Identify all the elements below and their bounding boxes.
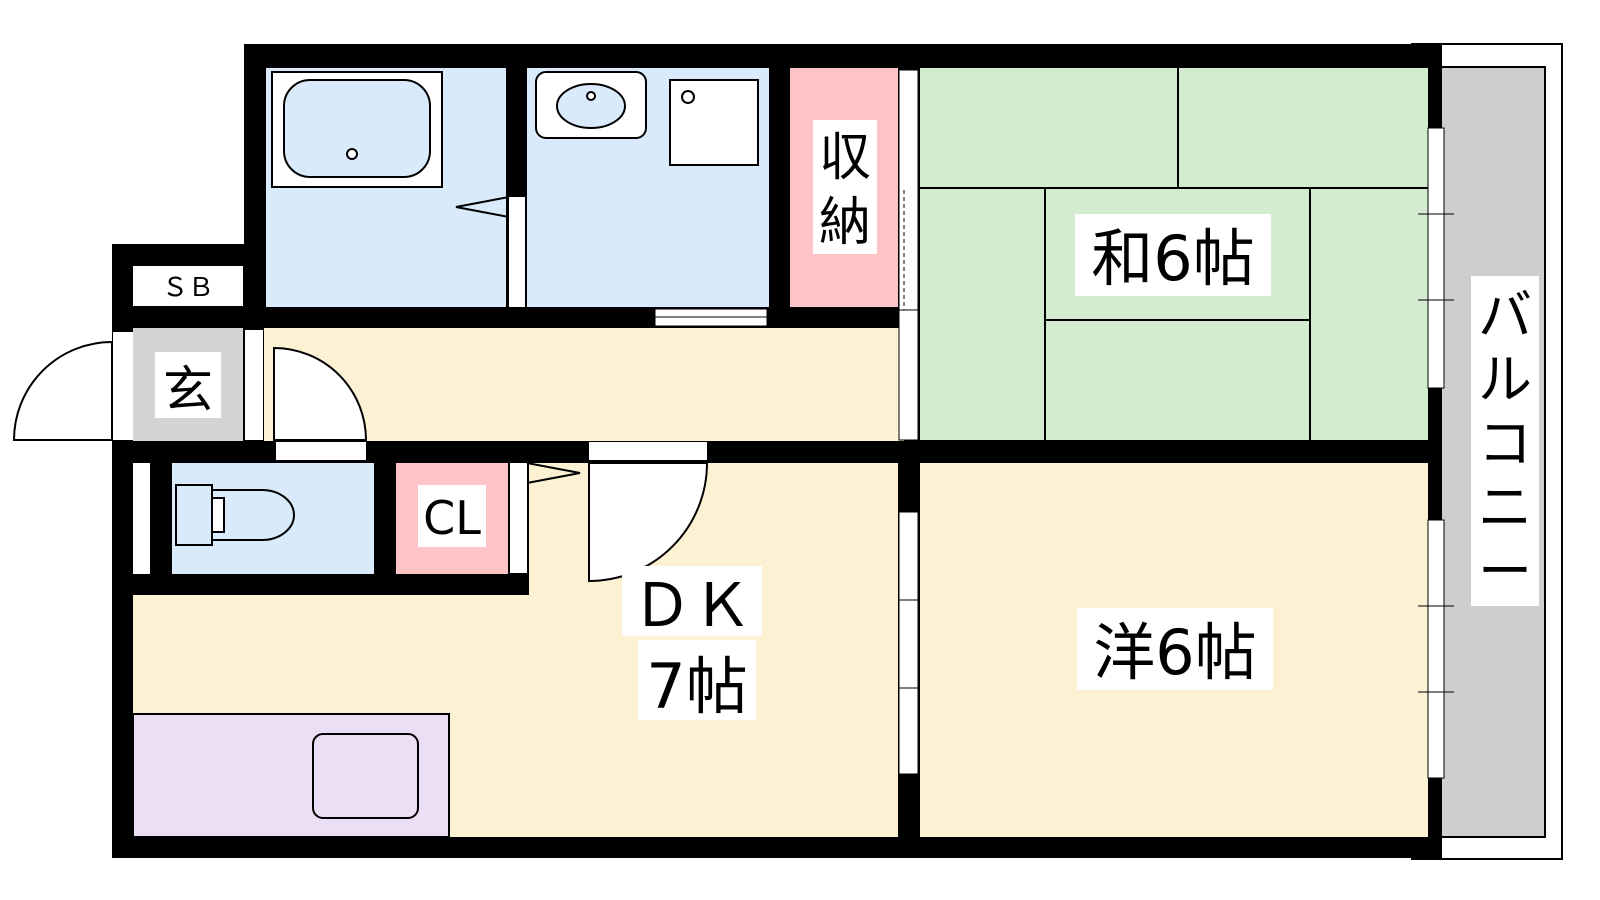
shuno-label-2: 納 <box>819 193 871 253</box>
shoe-box-label: ＳＢ <box>162 273 214 303</box>
bathtub-basin <box>283 79 431 178</box>
washitsu-label-bg <box>1075 214 1271 296</box>
toilet-door-strip <box>133 463 150 574</box>
tatami-lines <box>920 68 1428 440</box>
toilet-bowl <box>211 489 295 541</box>
balcony-label-char-4: ニ <box>1478 476 1532 539</box>
youshitsu-label: 洋6帖 <box>1093 616 1256 689</box>
wash-basin-tap <box>586 91 596 101</box>
storage-sliding-door <box>898 69 919 311</box>
balcony-label-bg <box>1471 276 1539 606</box>
genkan-label: 玄 <box>163 361 213 419</box>
youshitsu-window <box>1427 519 1445 779</box>
shoe-box <box>133 266 243 306</box>
balcony-label-char-2: ル <box>1478 348 1532 411</box>
toilet-tank <box>175 484 213 546</box>
closet-door-swing <box>526 462 581 484</box>
balcony-label-char-3: コ <box>1478 412 1532 475</box>
washing-machine-drain <box>681 90 695 104</box>
kitchen-sink <box>312 733 419 819</box>
corridor-door-swing <box>273 346 368 441</box>
entrance-door-swing <box>12 341 113 441</box>
toilet-seat-hinge <box>211 497 225 533</box>
shuno-label-1: 収 <box>819 128 871 188</box>
entrance-frame <box>113 332 133 440</box>
washitsu-window <box>1427 127 1445 389</box>
shuno-label-bg <box>813 120 877 254</box>
washitsu-label: 和6帖 <box>1091 222 1254 295</box>
youshitsu-label-bg <box>1077 608 1273 690</box>
closet-label: CL <box>423 491 481 545</box>
wash-basin-bowl <box>556 83 626 129</box>
balcony-label-char-5: ー <box>1478 540 1532 603</box>
closet-door-frame <box>510 463 527 573</box>
corridor <box>264 328 904 441</box>
dk-label-2: 7帖 <box>646 650 747 723</box>
dk-label-1: ＤＫ <box>632 571 752 641</box>
dk-door-sill <box>589 442 707 460</box>
closet-label-bg <box>418 485 486 547</box>
balcony-label-char-1: バ <box>1478 284 1532 347</box>
genkan-label-bg <box>155 352 221 418</box>
bath-door-frame <box>509 197 525 307</box>
washitsu-sliding-door <box>898 309 919 441</box>
bath-door-swing <box>455 196 510 218</box>
youshitsu-sliding-door <box>898 511 919 775</box>
bathtub-drain <box>346 148 358 160</box>
corridor-door-sill <box>276 442 366 460</box>
dk-door-swing <box>588 462 709 583</box>
corridor-door-frame <box>245 330 263 440</box>
dk-label-bg-2 <box>638 640 756 720</box>
dk-label-bg-1 <box>622 566 762 636</box>
